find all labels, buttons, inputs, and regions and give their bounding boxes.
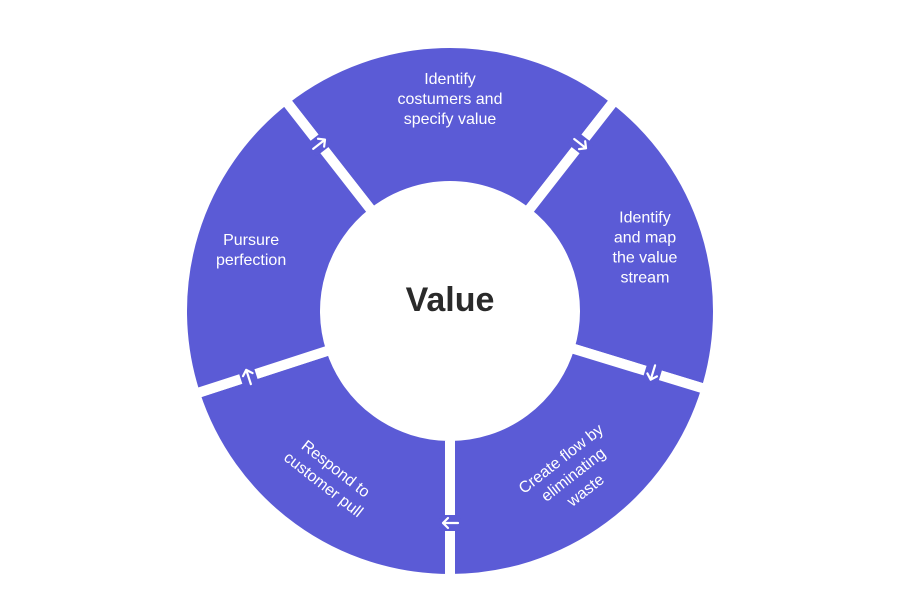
segment-label-line: and map: [614, 230, 676, 247]
segments-layer: [177, 38, 723, 584]
arrow-icon: [568, 132, 593, 156]
arrow-icon: [307, 132, 332, 156]
segment-label-line: the value: [612, 250, 677, 267]
segment-label-line: specify value: [404, 111, 497, 128]
arrow-icon: [439, 515, 461, 531]
segment-map-value-stream: [521, 94, 723, 395]
segment-pursue-perfection: [177, 94, 379, 399]
segment-label-line: Identify: [619, 210, 671, 227]
segment-identify-customers: [280, 38, 620, 218]
segment-label-line: costumers and: [398, 91, 503, 108]
arrows-layer: [238, 132, 663, 531]
segment-label-line: Pursure: [223, 232, 279, 249]
segment-identify-customers-label: Identify costumers and specify value: [398, 71, 503, 128]
segment-label-line: perfection: [216, 252, 286, 269]
arrow-icon: [238, 364, 259, 389]
center-label: Value: [406, 281, 495, 319]
segment-label-line: Identify: [424, 71, 476, 88]
segment-create-flow: [445, 342, 712, 584]
segment-map-value-stream-label: Identify and map the value stream: [612, 210, 677, 287]
segment-pursue-perfection-label: Pursure perfection: [216, 232, 286, 269]
segment-label-line: stream: [621, 270, 670, 287]
segment-respond-to-pull: [190, 344, 455, 584]
arrow-icon: [642, 361, 663, 385]
